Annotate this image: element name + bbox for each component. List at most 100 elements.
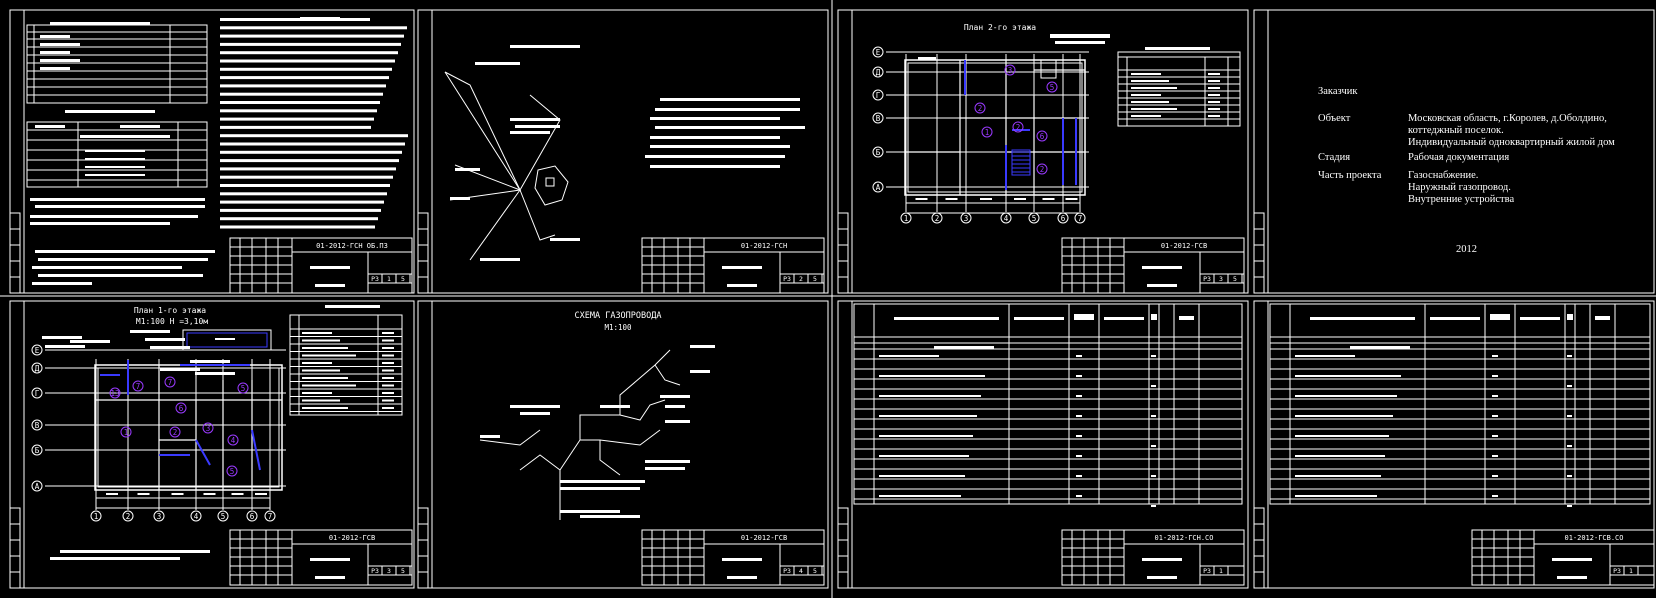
placeholder-text-bar [60, 550, 210, 553]
stamp-code: 01-2012-ГСН.СО [1154, 534, 1213, 542]
cover-object-line: Индивидуальный одноквартирный жилой дом [1408, 137, 1615, 148]
placeholder-text-bar [220, 134, 408, 138]
spec-cell-text [1492, 475, 1498, 477]
placeholder-text-bar [382, 399, 394, 402]
spec-cell-text [879, 455, 969, 457]
spec-table [853, 303, 1243, 505]
placeholder-text-bar [38, 258, 208, 261]
room-number-marker [132, 380, 144, 392]
sheet-inner-frame [431, 300, 829, 589]
room-number-marker-label: 6 [1040, 132, 1045, 141]
placeholder-text-bar [475, 62, 520, 65]
axis-bubble-row-label: Б [35, 446, 40, 455]
axis-bubble-col-label: 5 [221, 512, 226, 521]
placeholder-text-bar [450, 197, 470, 200]
axis-bubble-row-label: В [876, 114, 881, 123]
placeholder-text-bar [35, 250, 215, 253]
placeholder-text-bar [1131, 87, 1177, 89]
dimension-value [915, 198, 928, 200]
spec-cell-text [1076, 435, 1082, 437]
stamp-cell: 1 [1219, 567, 1223, 575]
placeholder-text-bar [382, 354, 394, 357]
stamp-title-bar [310, 558, 350, 561]
placeholder-text-bar [645, 155, 785, 158]
title-sheet: Заказчик Объект Московская область, г.Ко… [1260, 10, 1656, 290]
spec-cell-text [1567, 445, 1572, 447]
gas-route-line [519, 189, 556, 241]
placeholder-text-bar [560, 487, 640, 490]
placeholder-text-bar [220, 192, 387, 196]
cover-label-part: Часть проекта [1318, 170, 1382, 181]
cover-part-line: Наружный газопровод. [1408, 182, 1511, 193]
placeholder-text-bar [32, 282, 92, 285]
placeholder-text-bar [190, 360, 230, 363]
placeholder-text-bar [1131, 101, 1169, 103]
axis-bubble-col [264, 510, 276, 522]
placeholder-text-bar [30, 215, 198, 218]
sheet-inner-frame [23, 300, 415, 589]
cover-object-value: Московская область, г.Королев, д.Оболдин… [1408, 113, 1615, 149]
placeholder-text-bar [480, 435, 500, 438]
spec-cell-text [879, 475, 965, 477]
placeholder-text-bar [302, 339, 340, 342]
spec-header-text [1430, 317, 1480, 320]
spec-cell-text [1492, 455, 1498, 457]
gas-pipe-riser [559, 349, 671, 520]
placeholder-text-bar [220, 26, 407, 30]
room-number-marker [1004, 64, 1016, 76]
dimension-value [945, 198, 958, 200]
stamp-cell: 5 [813, 275, 817, 283]
stamp-org-bar [1147, 284, 1177, 287]
axis-bubble-col-label: 1 [94, 512, 99, 521]
dimension-value [203, 493, 216, 495]
axis-bubble-row-label: А [876, 183, 881, 192]
spec-cell-text [1567, 385, 1572, 387]
room-number-marker-label: 1 [124, 428, 129, 437]
spec-cell-text [1567, 475, 1572, 477]
stamp-title-bar [310, 266, 350, 269]
placeholder-text-bar [30, 198, 205, 201]
placeholder-text-bar [1208, 80, 1220, 82]
spec-cell-text [1295, 455, 1385, 457]
placeholder-text-bar [70, 340, 110, 343]
placeholder-text-bar [160, 368, 200, 371]
axis-bubble-col-label: 5 [1032, 214, 1037, 223]
sheet-outer-frame [837, 300, 1249, 589]
room-number-marker-label: 5 [1050, 83, 1055, 92]
room-number-marker [109, 387, 121, 399]
placeholder-text-bar [85, 174, 145, 176]
placeholder-text-bar [30, 222, 170, 225]
stamp-code: 01-2012-ГСН ОБ.ПЗ [316, 242, 388, 250]
room-number-marker-label: 7 [168, 378, 173, 387]
stamp-code: 01-2012-ГСВ [329, 534, 375, 542]
placeholder-text-bar [220, 117, 374, 121]
placeholder-text-bar [382, 384, 394, 387]
placeholder-text-bar [650, 165, 780, 168]
placeholder-text-bar [220, 76, 389, 80]
spec-cell-text [1151, 505, 1156, 507]
dimension-value [106, 493, 118, 495]
placeholder-text-bar [220, 167, 396, 171]
placeholder-text-bar [220, 101, 380, 104]
placeholder-text-bar [510, 118, 560, 121]
placeholder-text-bar [655, 108, 800, 111]
placeholder-text-bar [220, 84, 386, 88]
placeholder-text-bar [120, 125, 160, 128]
placeholder-text-bar [382, 392, 394, 394]
spec-header-text [1074, 314, 1094, 320]
stamp-cell: 1 [1629, 567, 1633, 575]
stamp-title-bar [1142, 558, 1182, 561]
placeholder-text-bar [1208, 87, 1220, 89]
spec-header-text [1520, 317, 1560, 320]
placeholder-text-bar [220, 200, 384, 204]
gas-pipe-branch [519, 454, 561, 471]
spec-cell-text [1295, 355, 1355, 357]
stamp-cell: 5 [813, 567, 817, 575]
cover-year: 2012 [1456, 244, 1477, 255]
room-number-marker-label: 2 [1040, 165, 1045, 174]
spec-cell-text [1567, 355, 1572, 357]
placeholder-text-bar [302, 354, 356, 357]
placeholder-text-bar [660, 98, 800, 101]
gas-pipe-branch [619, 399, 666, 421]
room-number-marker-label: 7 [136, 382, 141, 391]
